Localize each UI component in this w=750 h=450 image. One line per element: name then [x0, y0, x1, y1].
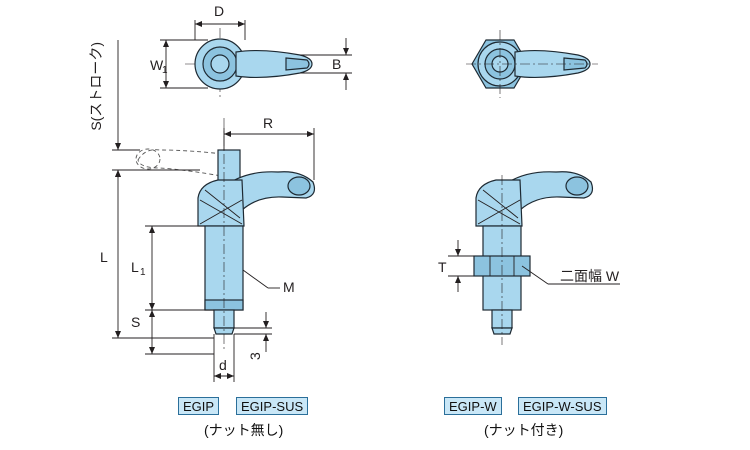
right-front-view [448, 171, 620, 345]
dim-L1: L [131, 259, 139, 275]
dim-S-stroke: S(ストローク) [88, 42, 104, 131]
left-front-view [112, 40, 316, 382]
dim-R: R [263, 115, 273, 131]
dim-D: D [214, 3, 224, 19]
left-top-view [160, 20, 352, 98]
dim-d: d [219, 357, 227, 373]
dim-S: S [131, 314, 140, 330]
dim-W1-subscript: 1 [162, 65, 168, 76]
model-badge-egip-w-sus: EGIP-W-SUS [518, 397, 607, 415]
model-badge-egip-sus: EGIP-SUS [236, 397, 309, 415]
dim-B: B [332, 56, 341, 72]
dim-M: M [283, 279, 295, 295]
dim-T: T [438, 259, 447, 275]
model-badge-egip: EGIP [178, 397, 220, 415]
dim-L: L [100, 249, 108, 265]
right-top-view [466, 30, 598, 98]
caption-without-nut: (ナット無し) [204, 422, 284, 438]
dim-W1: W [150, 57, 164, 73]
model-badge-egip-w: EGIP-W [444, 397, 502, 415]
dim-3: 3 [247, 352, 263, 360]
dim-width-across-flats: 二面幅 W [560, 268, 620, 284]
dim-L1-subscript: 1 [140, 267, 146, 278]
caption-with-nut: (ナット付き) [484, 422, 564, 438]
